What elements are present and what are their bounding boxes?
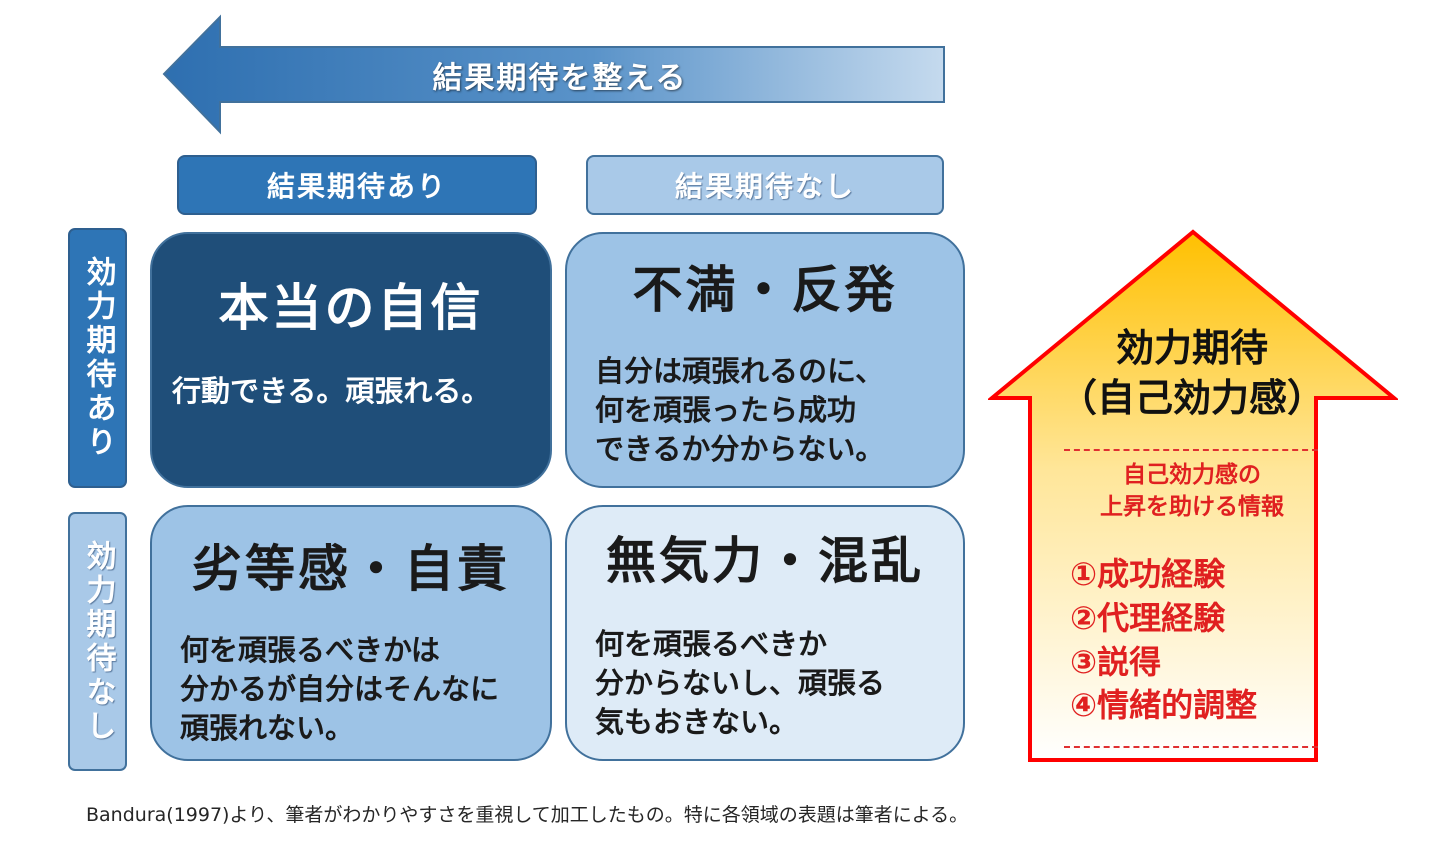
row-header-efficacy-yes-label: 効力期待あり <box>80 256 116 460</box>
column-header-outcome-yes: 結果期待あり <box>177 155 537 215</box>
quadrant-dissatisfaction: 不満・反発 自分は頑張れるのに、 何を頑張ったら成功 できるか分からない。 <box>565 232 965 488</box>
efficacy-info-item: ②代理経験 <box>1070 598 1226 637</box>
quadrant-body: 行動できる。頑張れる。 <box>172 372 534 411</box>
efficacy-info-item: ①成功経験 <box>1070 555 1226 593</box>
efficacy-subtitle: 自己効力感の 上昇を助ける情報 <box>1040 460 1344 523</box>
column-header-outcome-no: 結果期待なし <box>586 155 944 215</box>
footnote: Bandura(1997)より、筆者がわかりやすさを重視して加工したもの。特に各… <box>86 804 969 826</box>
quadrant-body-line: 自分は頑張れるのに、 <box>595 354 885 388</box>
quadrant-title: 本当の自信 <box>218 279 484 337</box>
efficacy-info-item: ④情緒的調整 <box>1070 686 1258 725</box>
row-header-efficacy-no: 効力期待なし <box>68 512 127 771</box>
quadrant-body: 何を頑張るべきかは 分かるが自分はそんなに 頑張れない。 <box>180 631 534 748</box>
quadrant-body: 自分は頑張れるのに、 何を頑張ったら成功 できるか分からない。 <box>595 352 947 469</box>
efficacy-arrow-shape <box>988 229 1398 762</box>
efficacy-subtitle-line: 上昇を助ける情報 <box>1100 493 1284 520</box>
quadrant-body-line: 行動できる。頑張れる。 <box>172 374 491 408</box>
quadrant-body-line: 何を頑張ったら成功 <box>595 393 857 428</box>
quadrant-body-line: 何を頑張るべきかは <box>180 633 440 667</box>
row-header-efficacy-yes: 効力期待あり <box>68 228 127 488</box>
quadrant-body-line: できるか分からない。 <box>595 432 885 467</box>
quadrant-inferiority: 劣等感・自責 何を頑張るべきかは 分かるが自分はそんなに 頑張れない。 <box>150 505 552 761</box>
quadrant-title: 無気力・混乱 <box>606 532 924 590</box>
quadrant-body-line: 頑張れない。 <box>180 711 355 746</box>
efficacy-info-list: ①成功経験 ②代理経験 ③説得 ④情緒的調整 <box>1070 553 1330 728</box>
dashed-divider <box>1064 746 1318 748</box>
top-arrow-shape <box>162 14 945 135</box>
efficacy-subtitle-line: 自己効力感の <box>1123 462 1261 488</box>
efficacy-title-line: （自己効力感） <box>1058 376 1325 421</box>
quadrant-body-line: 分からないし、頑張る <box>595 666 886 701</box>
quadrant-true-confidence: 本当の自信 行動できる。頑張れる。 <box>150 232 552 488</box>
efficacy-title: 効力期待 （自己効力感） <box>1040 323 1344 423</box>
efficacy-title-line: 効力期待 <box>1115 326 1268 370</box>
quadrant-body-line: 何を頑張るべきか <box>595 627 828 661</box>
top-arrow-label: 結果期待を整える <box>432 61 688 96</box>
quadrant-title: 劣等感・自責 <box>192 540 510 598</box>
quadrant-title: 不満・反発 <box>632 261 898 319</box>
efficacy-info-item: ③説得 <box>1070 642 1162 681</box>
row-header-efficacy-no-label: 効力期待なし <box>80 539 116 744</box>
quadrant-body-line: 気もおきない。 <box>595 705 799 740</box>
quadrant-helplessness: 無気力・混乱 何を頑張るべきか 分からないし、頑張る 気もおきない。 <box>565 505 965 761</box>
quadrant-body-line: 分かるが自分はそんなに <box>180 672 500 707</box>
quadrant-body: 何を頑張るべきか 分からないし、頑張る 気もおきない。 <box>595 625 947 742</box>
dashed-divider <box>1064 449 1318 451</box>
